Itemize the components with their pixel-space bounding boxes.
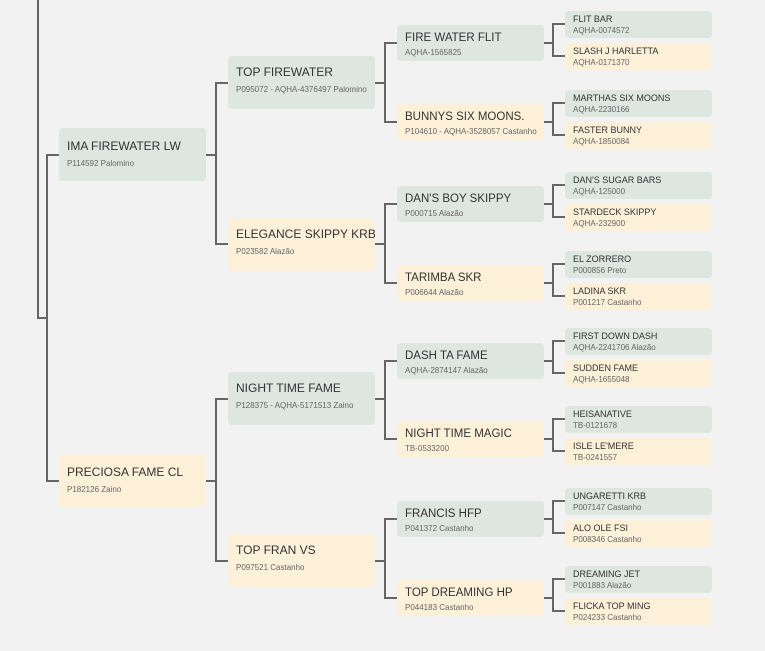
horse-registration: P114592 Palomino — [67, 159, 135, 168]
horse-name: IMA FIREWATER LW — [67, 139, 181, 153]
gen4-card[interactable]: FLIT BAR AQHA-0074572 — [565, 11, 712, 38]
horse-registration: P023582 Alazão — [236, 247, 295, 256]
horse-registration: P008346 Castanho — [573, 535, 642, 544]
horse-name: STARDECK SKIPPY — [573, 207, 657, 217]
horse-name: UNGARETTI KRB — [573, 491, 647, 501]
gen3-card[interactable]: DAN'S BOY SKIPPY P000715 Alazão — [397, 186, 544, 222]
horse-registration: P000856 Preto — [573, 266, 627, 275]
horse-registration: TB-0241557 — [573, 453, 618, 462]
horse-registration: P041372 Castanho — [405, 524, 474, 533]
horse-name: DAN'S SUGAR BARS — [573, 175, 662, 185]
horse-registration: P182126 Zaino — [67, 485, 122, 494]
gen4-card[interactable]: LADINA SKR P001217 Castanho — [565, 283, 712, 310]
gen4-card[interactable]: SUDDEN FAME AQHA-1655048 — [565, 360, 712, 387]
horse-registration: P006644 Alazão — [405, 288, 464, 297]
horse-name: FLICKA TOP MING — [573, 601, 651, 611]
horse-name: HEISANATIVE — [573, 409, 632, 419]
horse-registration: AQHA-1655048 — [573, 375, 630, 384]
horse-registration: P044183 Castanho — [405, 603, 474, 612]
gen3-card[interactable]: BUNNYS SIX MOONS. P104610 - AQHA-3528057… — [397, 104, 544, 140]
horse-name: TARIMBA SKR — [405, 272, 482, 284]
horse-registration: P001883 Alazão — [573, 581, 632, 590]
horse-registration: TB-0533200 — [405, 444, 450, 453]
horse-registration: AQHA-1850084 — [573, 137, 630, 146]
horse-name: FRANCIS HFP — [405, 508, 482, 520]
sire-sire-card[interactable]: TOP FIREWATER P095072 - AQHA-4376497 Pal… — [228, 56, 375, 109]
horse-registration: AQHA-0074572 — [573, 26, 630, 35]
horse-registration: AQHA-2874147 Alazão — [405, 366, 488, 375]
horse-name: EL ZORRERO — [573, 254, 632, 264]
horse-name: TOP FRAN VS — [236, 543, 316, 557]
gen3-card[interactable]: DASH TA FAME AQHA-2874147 Alazão — [397, 343, 544, 379]
dam-dam-card[interactable]: TOP FRAN VS P097521 Castanho — [228, 534, 375, 587]
horse-registration: P001217 Castanho — [573, 298, 642, 307]
horse-registration: P104610 - AQHA-3528057 Castanho — [405, 127, 537, 136]
horse-registration: P007147 Castanho — [573, 503, 642, 512]
horse-name: LADINA SKR — [573, 286, 627, 296]
horse-name: ISLE LE'MERE — [573, 441, 634, 451]
gen3-card[interactable]: NIGHT TIME MAGIC TB-0533200 — [397, 421, 544, 457]
horse-name: SLASH J HARLETTA — [573, 46, 659, 56]
horse-name: NIGHT TIME FAME — [236, 381, 341, 395]
horse-registration: AQHA-1565825 — [405, 48, 462, 57]
gen4-card[interactable]: HEISANATIVE TB-0121678 — [565, 406, 712, 433]
gen4-card[interactable]: FASTER BUNNY AQHA-1850084 — [565, 122, 712, 149]
gen3-card[interactable]: TARIMBA SKR P006644 Alazão — [397, 265, 544, 301]
horse-name: BUNNYS SIX MOONS. — [405, 111, 525, 123]
horse-registration: AQHA-125000 — [573, 187, 626, 196]
horse-registration: P097521 Castanho — [236, 563, 305, 572]
horse-name: DASH TA FAME — [405, 350, 488, 362]
gen4-card[interactable]: ALO OLE FSI P008346 Castanho — [565, 520, 712, 547]
horse-name: FLIT BAR — [573, 14, 613, 24]
horse-registration: TB-0121678 — [573, 421, 618, 430]
horse-name: DAN'S BOY SKIPPY — [405, 193, 512, 205]
gen4-card[interactable]: UNGARETTI KRB P007147 Castanho — [565, 488, 712, 515]
gen4-card[interactable]: STARDECK SKIPPY AQHA-232900 — [565, 204, 712, 231]
gen3-card[interactable]: TOP DREAMING HP P044183 Castanho — [397, 580, 544, 616]
horse-name: ALO OLE FSI — [573, 523, 629, 533]
gen4-card[interactable]: DAN'S SUGAR BARS AQHA-125000 — [565, 172, 712, 199]
horse-registration: AQHA-232900 — [573, 219, 626, 228]
horse-name: FIRE WATER FLIT — [405, 32, 502, 44]
horse-name: FIRST DOWN DASH — [573, 331, 658, 341]
dam-card[interactable]: PRECIOSA FAME CL P182126 Zaino — [59, 454, 206, 507]
horse-name: MARTHAS SIX MOONS — [573, 93, 671, 103]
horse-name: TOP DREAMING HP — [405, 587, 513, 599]
horse-name: PRECIOSA FAME CL — [67, 465, 184, 479]
gen4-card[interactable]: MARTHAS SIX MOONS AQHA-2230166 — [565, 90, 712, 117]
gen3-card[interactable]: FRANCIS HFP P041372 Castanho — [397, 501, 544, 537]
gen4-card[interactable]: FLICKA TOP MING P024233 Castanho — [565, 598, 712, 625]
horse-name: NIGHT TIME MAGIC — [405, 428, 512, 440]
horse-registration: AQHA-0171370 — [573, 58, 630, 67]
horse-registration: P000715 Alazão — [405, 209, 464, 218]
gen4-card[interactable]: ISLE LE'MERE TB-0241557 — [565, 438, 712, 465]
sire-dam-card[interactable]: ELEGANCE SKIPPY KRB P023582 Alazão — [228, 218, 375, 271]
horse-name: SUDDEN FAME — [573, 363, 639, 373]
horse-registration: P024233 Castanho — [573, 613, 642, 622]
horse-registration: P128375 - AQHA-5171513 Zaino — [236, 401, 354, 410]
sire-card[interactable]: IMA FIREWATER LW P114592 Palomino — [59, 128, 206, 181]
horse-registration: AQHA-2241706 Alazão — [573, 343, 656, 352]
gen4-card[interactable]: EL ZORRERO P000856 Preto — [565, 251, 712, 278]
horse-name: DREAMING JET — [573, 569, 641, 579]
gen4-card[interactable]: DREAMING JET P001883 Alazão — [565, 566, 712, 593]
dam-sire-card[interactable]: NIGHT TIME FAME P128375 - AQHA-5171513 Z… — [228, 372, 375, 425]
horse-name: ELEGANCE SKIPPY KRB — [236, 227, 375, 241]
horse-registration: P095072 - AQHA-4376497 Palomino — [236, 85, 367, 94]
gen3-card[interactable]: FIRE WATER FLIT AQHA-1565825 — [397, 25, 544, 61]
horse-name: FASTER BUNNY — [573, 125, 643, 135]
gen4-card[interactable]: SLASH J HARLETTA AQHA-0171370 — [565, 43, 712, 70]
gen4-card[interactable]: FIRST DOWN DASH AQHA-2241706 Alazão — [565, 328, 712, 355]
horse-registration: AQHA-2230166 — [573, 105, 630, 114]
horse-name: TOP FIREWATER — [236, 65, 333, 79]
